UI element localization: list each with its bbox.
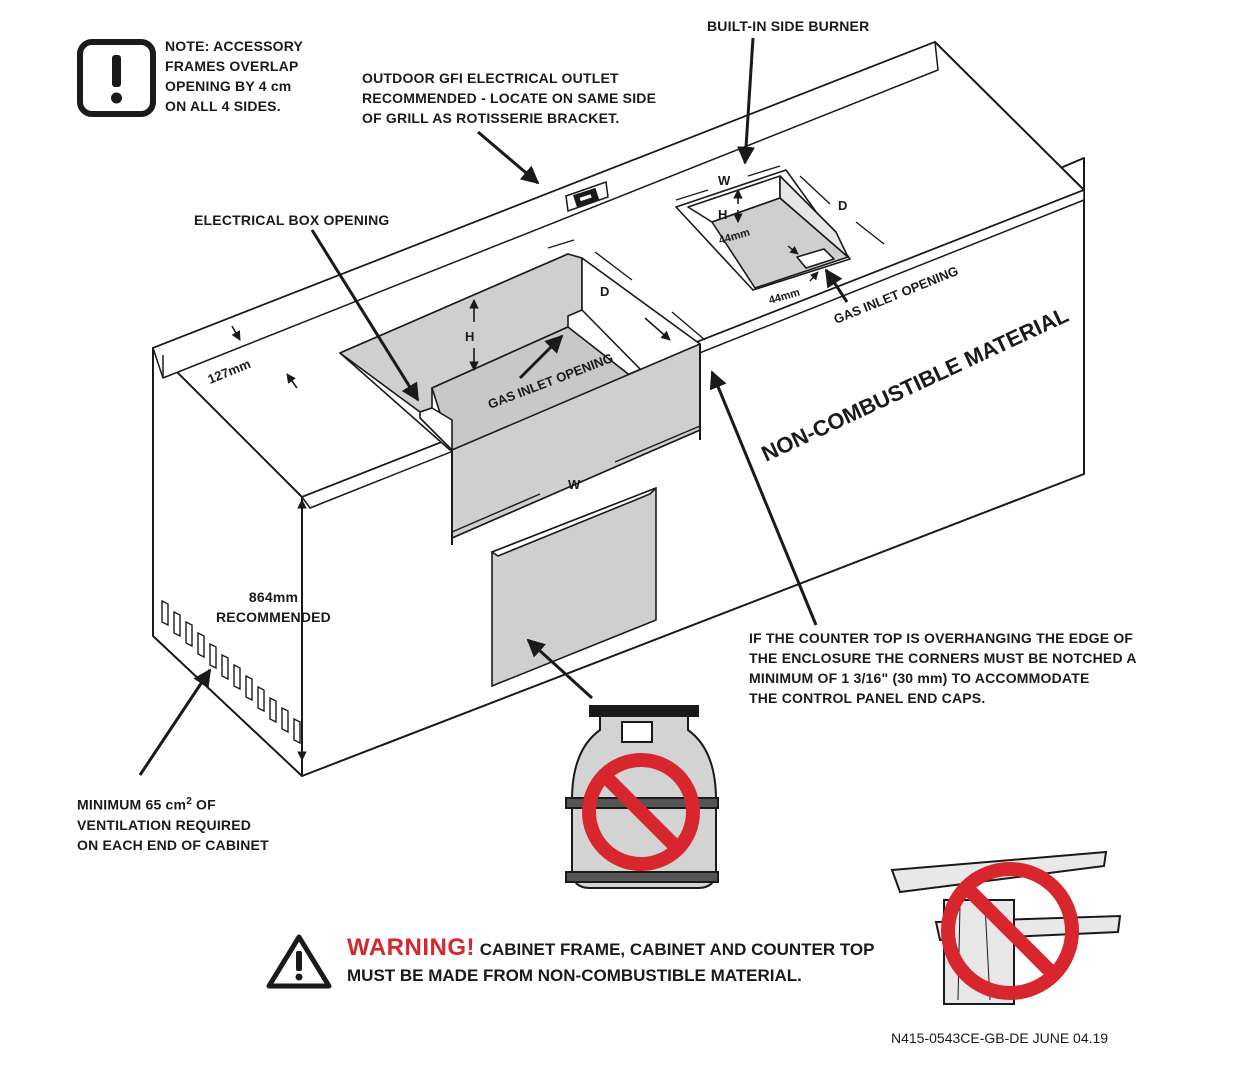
dim-burner-H: H (718, 207, 727, 222)
cabinet-access-door (490, 486, 657, 688)
ventilation-superscript: 2 (186, 796, 192, 807)
electrical-box-leader (310, 229, 420, 402)
leader-lines (138, 37, 885, 776)
dim-main-H: H (465, 329, 474, 344)
ventilation-leader (138, 668, 212, 776)
side-burner-opening (675, 169, 851, 291)
accessory-note-line: ON ALL 4 SIDES. (165, 98, 281, 114)
outlet-note-line: OUTDOOR GFI ELECTRICAL OUTLET (362, 70, 619, 86)
outlet-note: OUTDOOR GFI ELECTRICAL OUTLET RECOMMENDE… (362, 68, 656, 128)
dim-burner-W: W (718, 173, 731, 188)
overhang-note-line: THE CONTROL PANEL END CAPS. (749, 690, 986, 706)
document-id: N415-0543CE-GB-DE JUNE 04.19 (891, 1030, 1109, 1046)
ventilation-note-line: ON EACH END OF CABINET (77, 836, 269, 853)
electrical-box-note: ELECTRICAL BOX OPENING (194, 212, 390, 228)
propane-tank-prohibited-icon (565, 705, 719, 889)
warning-line2: MUST BE MADE FROM NON-COMBUSTIBLE MATERI… (347, 966, 802, 985)
dim-main-D: D (600, 284, 609, 299)
burner-gas-leader (824, 268, 849, 303)
dim-main-W: W (568, 477, 581, 492)
accessory-note-line: NOTE: ACCESSORY (165, 38, 304, 54)
accessory-note-line: OPENING BY 4 cm (165, 78, 292, 94)
ventilation-note-line: MINIMUM 65 cm2 OF (77, 796, 216, 813)
note-exclamation-icon (77, 39, 156, 117)
main-gas-leader (518, 334, 564, 380)
accessory-note: NOTE: ACCESSORY FRAMES OVERLAP OPENING B… (165, 36, 303, 116)
overhang-note-line: MINIMUM OF 1 3/16" (30 mm) TO ACCOMMODAT… (749, 670, 1090, 686)
wood-prohibited-icon (890, 850, 1122, 1005)
door-leader (526, 638, 594, 700)
overhang-note: IF THE COUNTER TOP IS OVERHANGING THE ED… (749, 628, 1137, 708)
vent-slots (161, 599, 301, 745)
dim-burner-D: D (838, 198, 847, 213)
ventilation-note: MINIMUM 65 cm2 OF VENTILATION REQUIRED O… (77, 792, 269, 855)
warning-triangle-icon (266, 934, 332, 989)
warning-line1: CABINET FRAME, CABINET AND COUNTER TOP (474, 940, 875, 959)
outlet-note-line: OF GRILL AS ROTISSERIE BRACKET. (362, 110, 620, 126)
warning-title: WARNING! (347, 934, 475, 961)
height-note: 864mm RECOMMENDED (216, 587, 331, 627)
accessory-note-line: FRAMES OVERLAP (165, 58, 299, 74)
ventilation-note-line: VENTILATION REQUIRED (77, 816, 252, 833)
height-recommended: RECOMMENDED (216, 609, 331, 625)
warning-banner: WARNING! CABINET FRAME, CABINET AND COUN… (347, 934, 907, 994)
outlet-leader (477, 130, 540, 185)
overhang-leader (709, 370, 818, 626)
side-burner-gas-hole (796, 248, 835, 269)
side-burner-leader (737, 37, 756, 165)
side-burner-note: BUILT-IN SIDE BURNER (707, 18, 870, 34)
overhang-note-line: IF THE COUNTER TOP IS OVERHANGING THE ED… (749, 630, 1134, 646)
overhang-note-line: THE ENCLOSURE THE CORNERS MUST BE NOTCHE… (749, 650, 1137, 666)
back-splash (152, 41, 939, 379)
outlet-note-line: RECOMMENDED - LOCATE ON SAME SIDE (362, 90, 657, 106)
grill-cutout (339, 253, 701, 545)
gfi-outlet-icon (565, 180, 609, 213)
height-value: 864mm (248, 589, 299, 605)
